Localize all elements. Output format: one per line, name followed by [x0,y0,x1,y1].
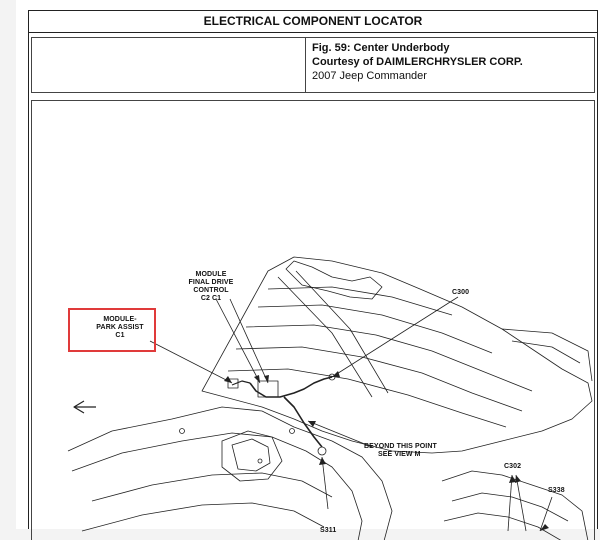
tunnel-line [277,276,373,398]
label-s311: S311 [320,527,337,534]
document-sheet: ELECTRICAL COMPONENT LOCATOR Fig. 59: Ce… [16,0,600,540]
arrowhead-s311 [319,457,326,465]
label-line: CONTROL [193,287,229,294]
highlight-box-park-assist [68,308,156,352]
leader-park-assist [149,340,233,384]
detail-assembly-2 [451,492,569,522]
page-title: ELECTRICAL COMPONENT LOCATOR [29,11,597,33]
floor-rib-5 [227,368,507,428]
park-assist-module [227,378,239,389]
floor-rib-1 [267,286,453,316]
subframe-crossbar [91,472,333,502]
right-rail [501,328,593,382]
diagram-area: MODULE- PARK ASSIST C1 MODULE FINAL DRIV… [31,100,595,540]
info-blank-cell [32,38,306,92]
harness-drop [283,396,323,448]
leader-final-drive-c2 [215,298,261,384]
label-beyond-this-point: BEYOND THIS POINT SEE VIEW M [364,443,437,459]
leader-c302-b [515,474,527,532]
floor-rib-3 [245,324,533,392]
label-c300: C300 [452,289,470,296]
front-subframe-2 [71,432,363,540]
leader-s338 [539,496,553,532]
leader-final-drive-c1 [229,298,269,384]
label-line: C2 C1 [200,295,222,302]
tunnel-line-2 [295,270,389,394]
detail-assembly [441,470,589,540]
leader-c302-a [507,474,513,532]
front-arrow [73,400,96,414]
label-line: C1 [115,332,125,339]
harness-main [249,376,333,398]
label-c302: C302 [504,463,522,470]
right-rail-2 [511,340,581,364]
locator-frame: ELECTRICAL COMPONENT LOCATOR Fig. 59: Ce… [28,10,598,540]
arrowhead-c302-b [515,475,521,483]
floor-rib-2 [257,304,493,354]
subframe-lower [81,502,325,532]
arrowhead-c302-a [509,475,516,483]
figure-info-row: Fig. 59: Center Underbody Courtesy of DA… [31,37,595,93]
label-line: MODULE [195,271,227,278]
arrowhead-beyond [308,421,316,427]
arrowhead-c2 [254,375,260,383]
leader-c300 [331,296,459,378]
figure-courtesy: Courtesy of DAIMLERCHRYSLER CORP. [312,56,523,68]
label-s338: S338 [548,487,565,494]
figure-caption-block: Fig. 59: Center Underbody Courtesy of DA… [312,41,523,83]
arrowhead-c300 [332,371,340,377]
top-bracket [285,260,383,300]
arrowhead-park-assist [224,376,232,383]
label-line: MODULE- [103,316,137,323]
leader-beyond [307,420,373,448]
arrowhead-c1 [264,375,269,383]
figure-vehicle: 2007 Jeep Commander [312,70,427,82]
label-module-park-assist: MODULE- PARK ASSIST C1 [88,316,152,340]
label-line: FINAL DRIVE [188,279,234,286]
label-line: SEE VIEW M [378,451,421,458]
figure-caption: Fig. 59: Center Underbody [312,42,450,54]
differential-cover [231,438,271,472]
differential-body [221,430,283,482]
floor-pan-outline [201,256,593,454]
s311-splice [317,446,327,456]
label-module-final-drive: MODULE FINAL DRIVE CONTROL C2 C1 [178,271,244,303]
floor-rib-4 [235,346,523,412]
label-line: PARK ASSIST [96,324,144,331]
harness-left [231,380,251,386]
leader-s311 [321,456,329,510]
label-line: BEYOND THIS POINT [364,443,437,450]
front-subframe [67,406,393,540]
